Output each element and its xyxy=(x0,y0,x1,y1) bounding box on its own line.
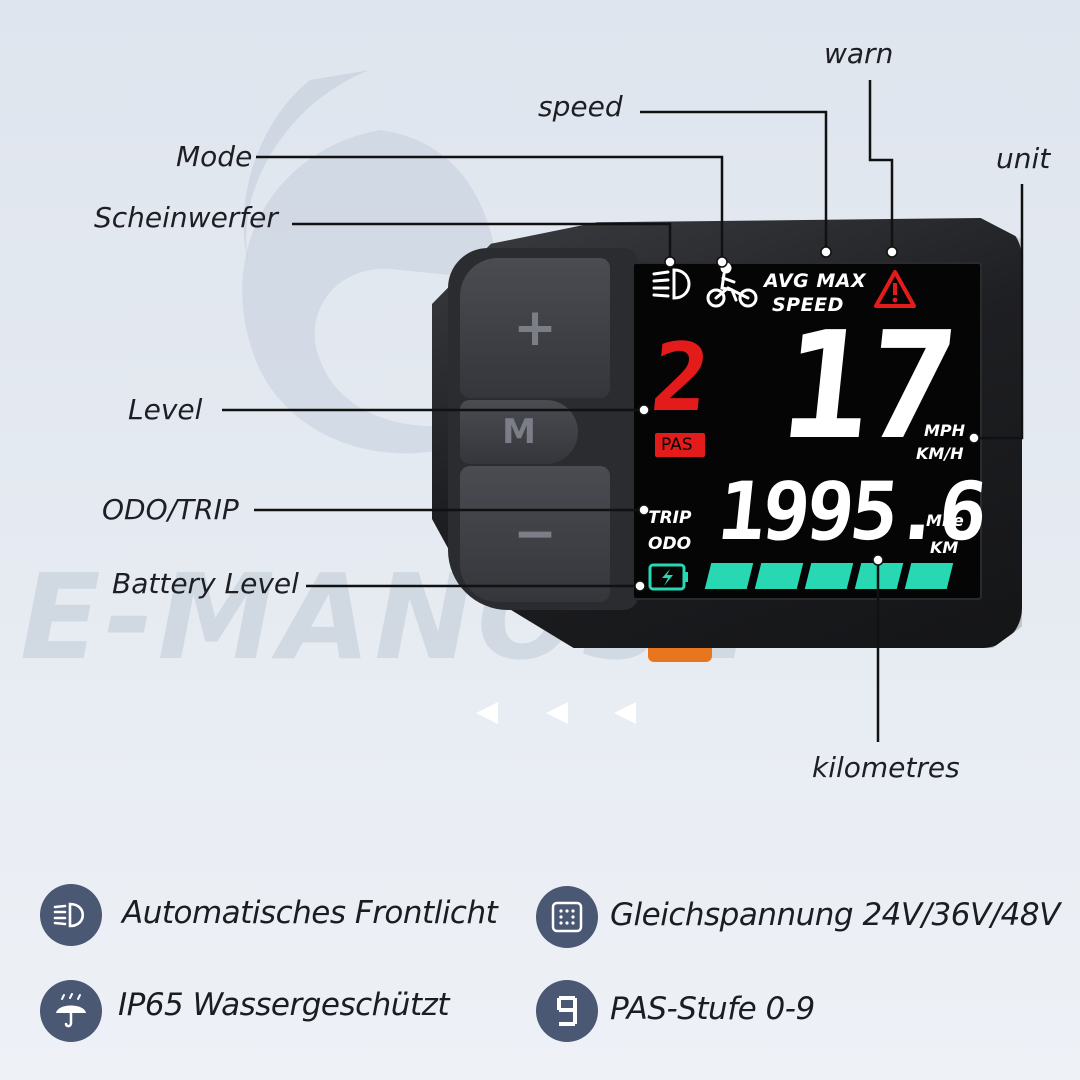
feature-text-voltage: Gleichspannung 24V/36V/48V xyxy=(610,897,1060,933)
feature-voltage-badge xyxy=(536,886,598,948)
unit-kmh: KM/H xyxy=(916,444,964,463)
speed-label: SPEED xyxy=(772,294,844,316)
headlight-icon xyxy=(53,902,85,928)
callout-warn: warn xyxy=(824,37,894,70)
callout-mode: Mode xyxy=(176,140,253,173)
orange-connector-tab xyxy=(648,648,712,662)
battery-icon xyxy=(648,563,688,591)
lcd-screen xyxy=(632,262,982,600)
plus-button[interactable]: + xyxy=(460,258,610,398)
brand-logo-watermark xyxy=(242,70,531,454)
unit-mile: Mile xyxy=(926,511,964,530)
warning-triangle-icon xyxy=(874,270,916,308)
callout-battery-level: Battery Level xyxy=(112,567,299,600)
digit-nine-icon xyxy=(557,996,577,1026)
unit-mph: MPH xyxy=(924,421,966,440)
cyclist-icon xyxy=(706,262,758,308)
callout-odo-trip: ODO/TRIP xyxy=(102,493,239,526)
headlight-icon xyxy=(652,268,691,300)
odo-label: ODO xyxy=(648,534,692,554)
callout-level: Level xyxy=(128,393,203,426)
pas-badge xyxy=(655,433,705,457)
trip-label: TRIP xyxy=(648,508,692,528)
feature-waterproof-badge xyxy=(40,980,102,1042)
feature-text-headlight: Automatisches Frontlicht xyxy=(122,895,498,931)
callout-unit: unit xyxy=(996,142,1051,175)
avg-max-label: AVG MAX xyxy=(764,270,867,292)
callout-kilometres: kilometres xyxy=(812,751,960,784)
unit-km: KM xyxy=(930,538,959,557)
pas-badge-label: PAS xyxy=(661,435,693,455)
feature-text-pas: PAS-Stufe 0-9 xyxy=(610,991,815,1027)
callout-headlight: Scheinwerfer xyxy=(94,201,278,234)
minus-button[interactable]: − xyxy=(460,466,610,602)
left-arrows-icon xyxy=(476,702,636,724)
feature-text-waterproof: IP65 Wassergeschützt xyxy=(118,987,450,1023)
umbrella-rain-icon xyxy=(56,993,86,1028)
callout-speed: speed xyxy=(538,90,623,123)
feature-headlight-badge xyxy=(40,884,102,946)
feature-pas-badge xyxy=(536,980,598,1042)
voltage-chip-icon xyxy=(551,901,583,933)
